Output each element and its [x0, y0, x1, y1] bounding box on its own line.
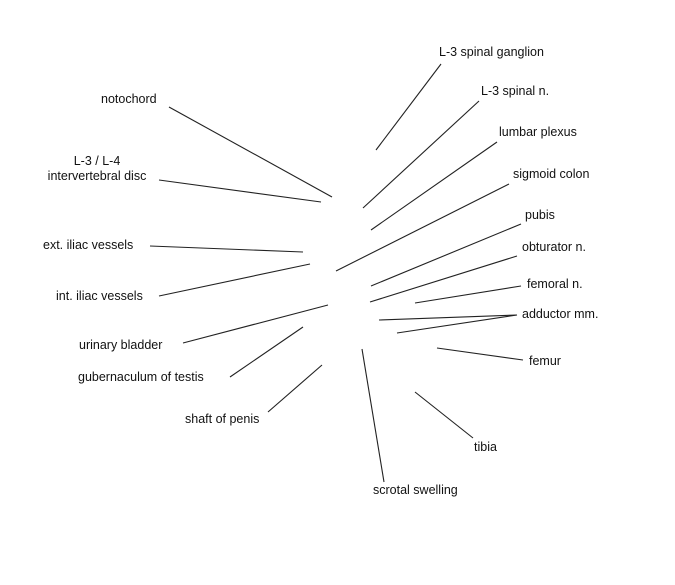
leader-femur — [436, 347, 524, 361]
leader-shaft-of-penis — [267, 364, 323, 413]
label-notochord: notochord — [101, 92, 157, 106]
label-shaft-of-penis: shaft of penis — [185, 412, 260, 426]
leader-urinary-bladder — [182, 304, 329, 344]
label-gubernaculum-of-testis: gubernaculum of testis — [78, 370, 204, 384]
label-adductor-mm: adductor mm. — [522, 307, 599, 321]
label-scrotal-swelling: scrotal swelling — [373, 483, 458, 497]
label-femur: femur — [529, 354, 561, 368]
leader-femoral-n — [414, 285, 522, 304]
leader-adductor-mm-lower — [396, 314, 518, 334]
leader-l3-spinal-ganglion — [375, 63, 442, 151]
leader-pubis — [370, 223, 522, 287]
leader-gubernaculum — [229, 326, 304, 378]
label-obturator-n: obturator n. — [522, 240, 586, 254]
leader-intervertebral-disc — [158, 179, 322, 203]
label-int-iliac-vessels: int. iliac vessels — [56, 289, 143, 303]
label-ext-iliac-vessels: ext. iliac vessels — [43, 238, 134, 252]
leader-scrotal-swelling — [361, 348, 385, 483]
label-l3-spinal-n: L-3 spinal n. — [481, 84, 550, 98]
leader-adductor-mm-upper — [378, 314, 518, 321]
label-urinary-bladder: urinary bladder — [79, 338, 163, 352]
label-l3-spinal-ganglion: L-3 spinal ganglion — [439, 45, 544, 59]
leader-sigmoid-colon — [335, 183, 510, 272]
leader-obturator-n — [369, 255, 518, 303]
label-sigmoid-colon: sigmoid colon — [513, 167, 590, 181]
label-intervertebral-disc: L-3 / L-4 intervertebral disc — [40, 154, 154, 184]
leader-tibia — [414, 391, 474, 439]
leader-l3-spinal-n — [362, 100, 480, 209]
label-lumbar-plexus: lumbar plexus — [499, 125, 577, 139]
label-tibia: tibia — [474, 440, 497, 454]
leader-int-iliac-vessels — [158, 263, 311, 297]
label-pubis: pubis — [525, 208, 555, 222]
leader-ext-iliac-vessels — [149, 245, 304, 253]
leader-notochord — [168, 106, 333, 198]
label-disc-line2: intervertebral disc — [47, 169, 147, 183]
label-femoral-n: femoral n. — [527, 277, 583, 291]
label-disc-line1: L-3 / L-4 — [73, 154, 121, 168]
leader-lumbar-plexus — [370, 141, 498, 231]
